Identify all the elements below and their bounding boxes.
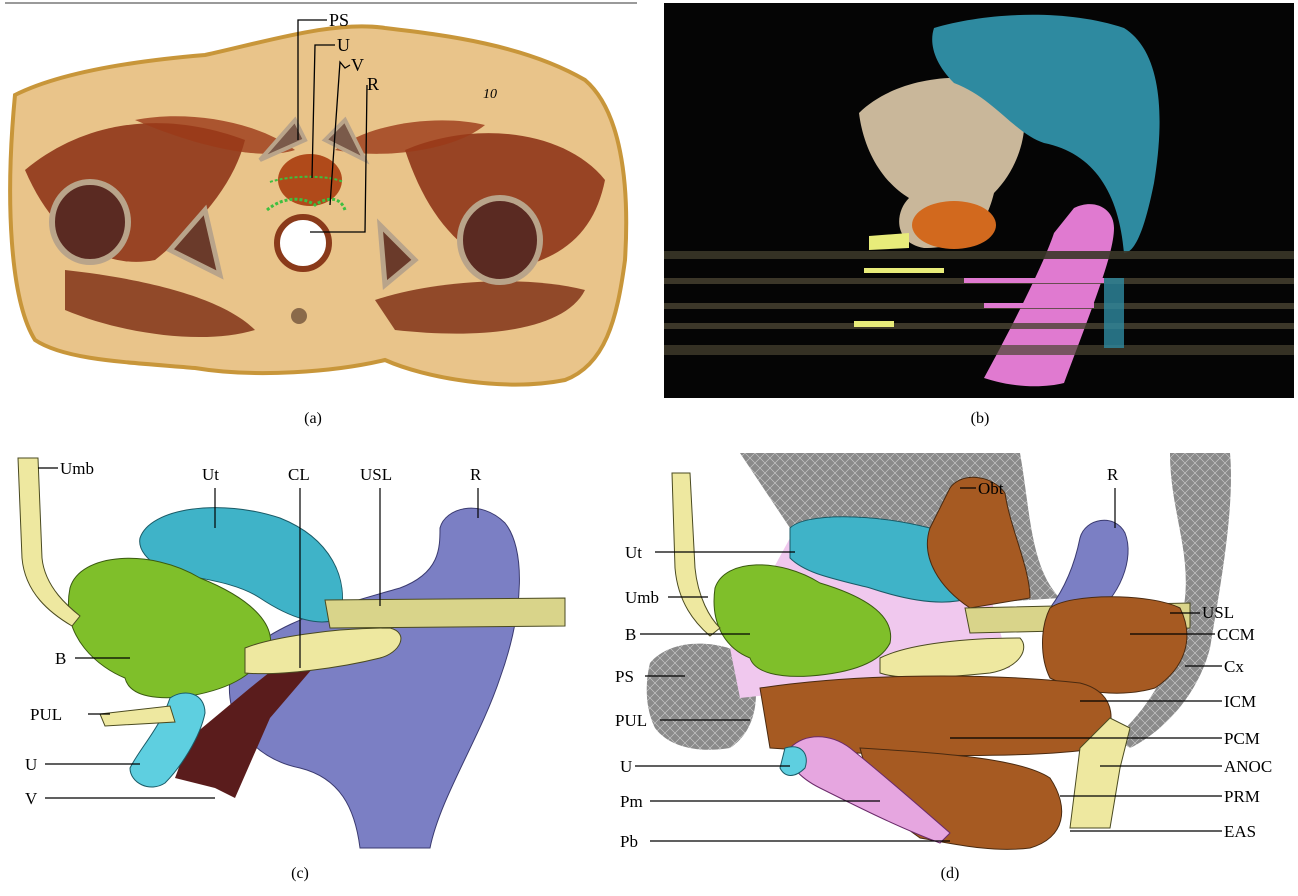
fe-model-c: Umb Ut CL USL R B PUL U V [0, 448, 640, 853]
3d-reconstruction [664, 3, 1294, 398]
label-pb: Pb [620, 832, 638, 851]
label-prm: PRM [1224, 787, 1260, 806]
label-b: B [55, 649, 66, 668]
label-r: R [470, 465, 482, 484]
panel-a: 10 PS U V R [5, 0, 645, 400]
label-ut: Ut [202, 465, 219, 484]
label-ps: PS [329, 10, 349, 30]
caption-a: (a) [283, 410, 343, 428]
label-usl: USL [1202, 603, 1234, 622]
label-r: R [367, 74, 379, 94]
label-eas: EAS [1224, 822, 1256, 841]
label-pcm: PCM [1224, 729, 1260, 748]
label-pul: PUL [30, 705, 62, 724]
fe-model-d: Obt R Ut Umb B PS PUL U Pm Pb USL CCM Cx… [610, 448, 1298, 853]
slice-number: 10 [483, 87, 497, 102]
caption-c: (c) [270, 865, 330, 883]
label-r: R [1107, 465, 1119, 484]
label-pul: PUL [615, 711, 647, 730]
caption-b: (b) [950, 410, 1010, 428]
panel-d: Obt R Ut Umb B PS PUL U Pm Pb USL CCM Cx… [610, 448, 1298, 853]
panel-c: Umb Ut CL USL R B PUL U V [0, 448, 640, 853]
label-u: U [337, 35, 350, 55]
label-u: U [620, 757, 632, 776]
label-cl: CL [288, 465, 310, 484]
label-cx: Cx [1224, 657, 1244, 676]
label-anoc: ANOC [1224, 757, 1272, 776]
label-obt: Obt [978, 479, 1004, 498]
label-ps: PS [615, 667, 634, 686]
cryosection-image: 10 PS U V R [5, 0, 645, 400]
label-b: B [625, 625, 636, 644]
label-icm: ICM [1224, 692, 1256, 711]
label-u: U [25, 755, 37, 774]
caption-d: (d) [920, 865, 980, 883]
label-pm: Pm [620, 792, 643, 811]
label-usl: USL [360, 465, 392, 484]
label-umb: Umb [625, 588, 659, 607]
label-v: V [351, 55, 364, 75]
label-v: V [25, 789, 38, 808]
label-umb: Umb [60, 459, 94, 478]
label-ccm: CCM [1217, 625, 1255, 644]
panel-b [664, 3, 1294, 398]
label-ut: Ut [625, 543, 642, 562]
